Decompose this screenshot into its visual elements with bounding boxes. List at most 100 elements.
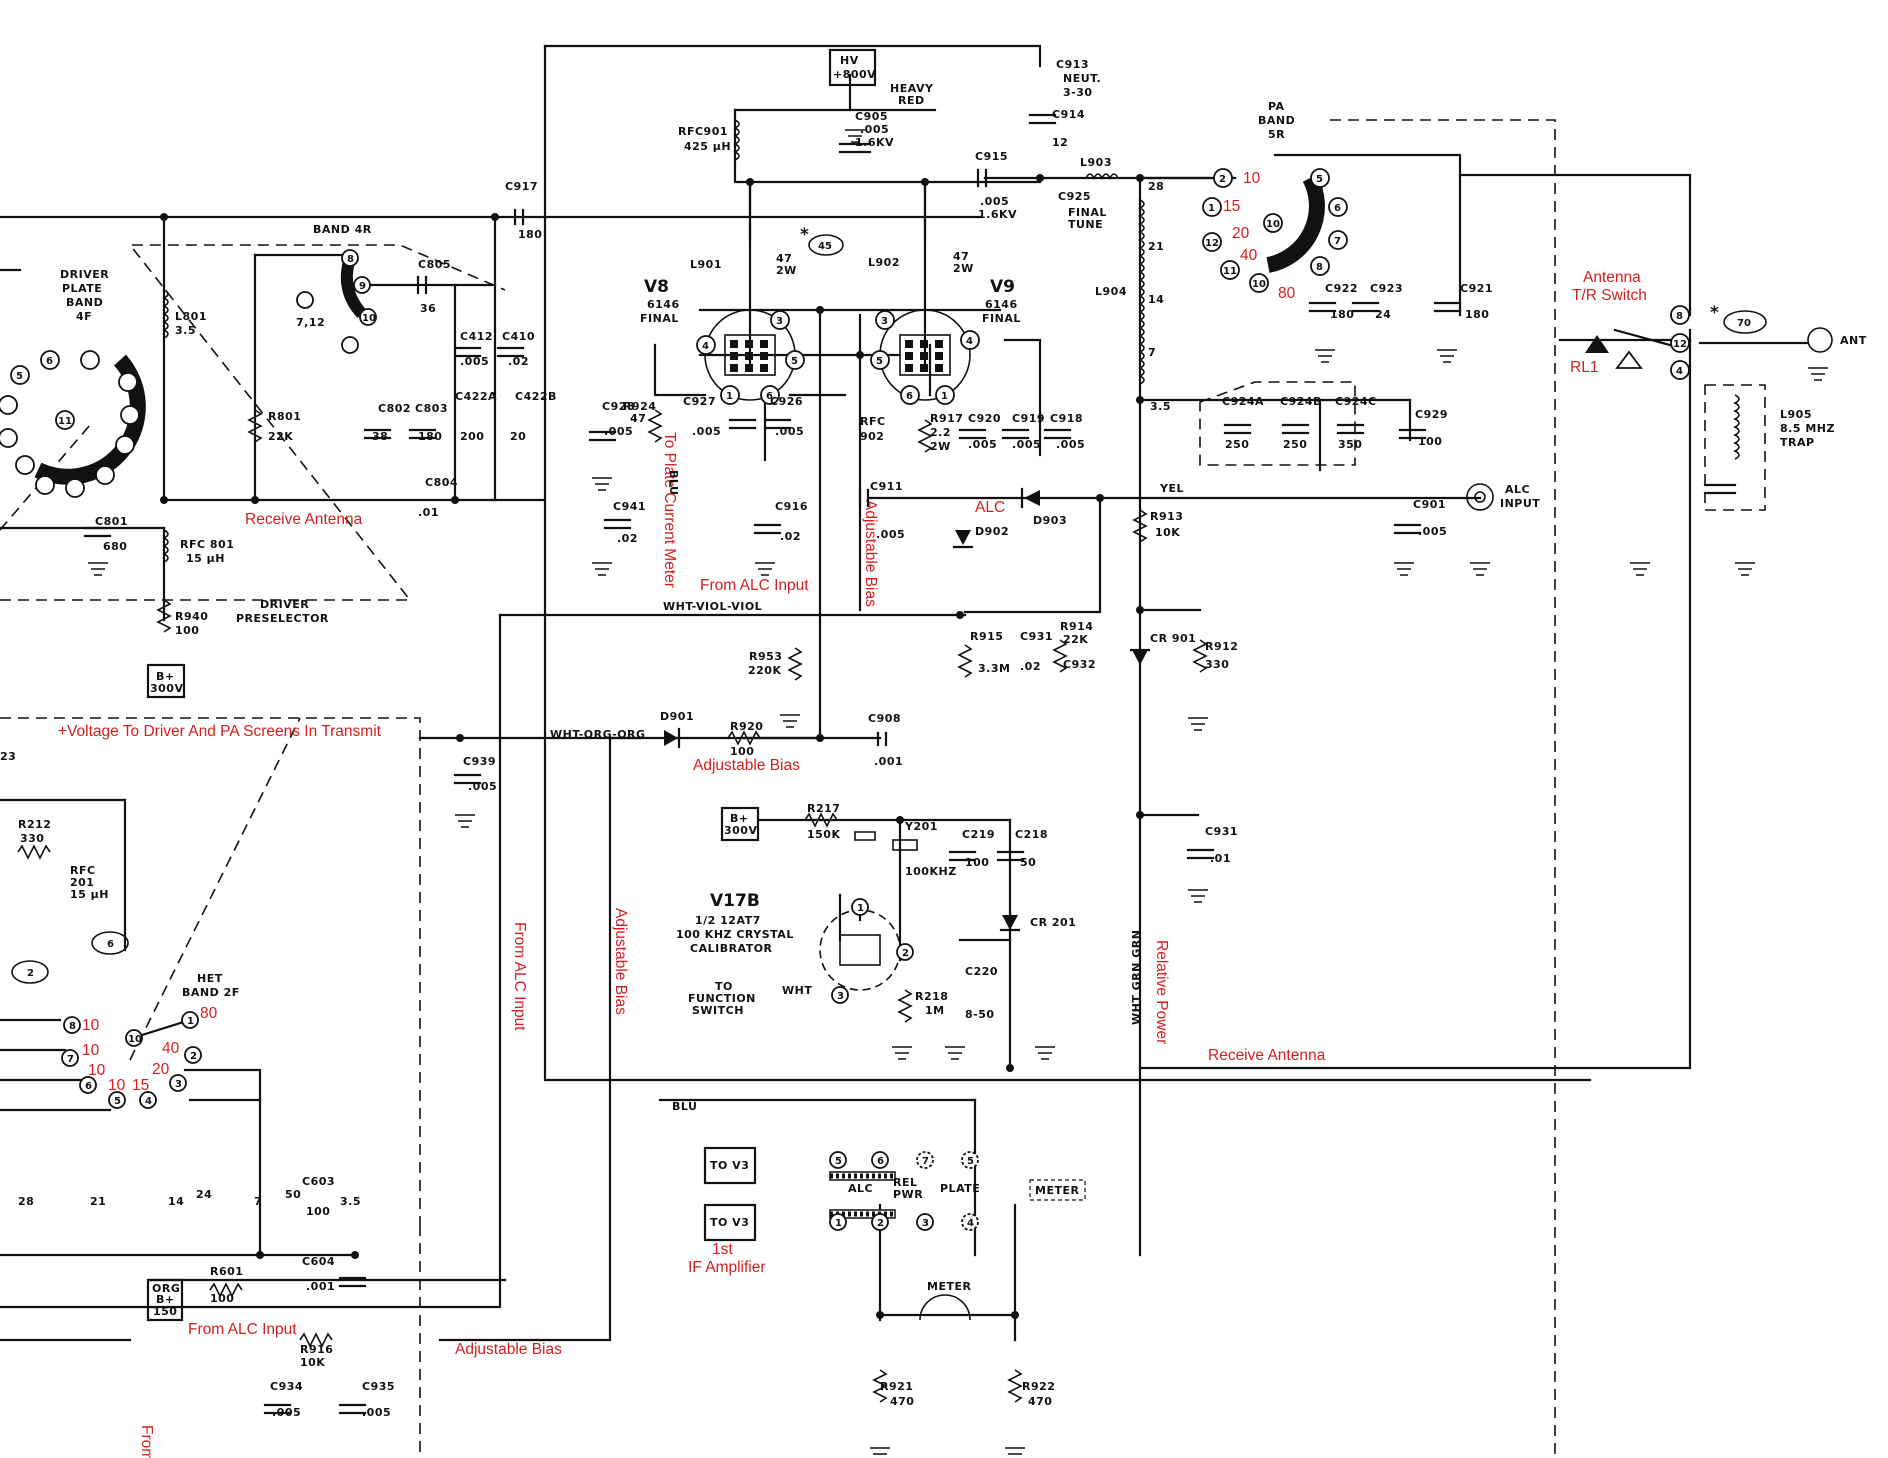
r922-value: 470	[1028, 1395, 1052, 1408]
pin-label: 3	[776, 316, 783, 327]
pin-label: 7	[1334, 236, 1341, 247]
capacitor-glyphs	[83, 113, 1737, 1415]
to-function-label2: FUNCTION	[688, 992, 756, 1005]
annotation-antenna: Antenna	[1583, 269, 1641, 286]
meter-label: METER	[927, 1280, 971, 1293]
c822b-label: C422B	[515, 390, 557, 403]
c801-label: C801	[95, 515, 128, 528]
pin-label: 3	[175, 1079, 182, 1090]
l-7-label: 7	[254, 1195, 262, 1208]
r218-value: 1M	[925, 1004, 945, 1017]
bplus-value: 300V	[724, 824, 757, 837]
annotation-relative-power: Relative Power	[1153, 940, 1170, 1044]
c601-value: 24	[196, 1188, 212, 1201]
pin-label: 6	[877, 1156, 884, 1167]
r601-value: 100	[210, 1292, 234, 1305]
c931-value: .02	[1020, 660, 1041, 673]
annotation-receive-antenna-top: Receive Antenna	[245, 511, 363, 528]
pin-label: 1	[941, 391, 948, 402]
annotation-adjustable-bias-vertical-2: Adjustable Bias	[612, 908, 629, 1015]
c810-label: C410	[502, 330, 535, 343]
het-10-label: 10	[108, 1077, 126, 1094]
pin-label: 1	[1208, 203, 1215, 214]
annotation-voltage-screens: +Voltage To Driver And PA Screens In Tra…	[58, 723, 382, 740]
c916-label: C916	[775, 500, 808, 513]
star-asterisk: *	[1710, 303, 1719, 323]
c812-label: C412	[460, 330, 493, 343]
c801-value: 680	[103, 540, 127, 553]
annotation-receive-antenna-bottom: Receive Antenna	[1208, 1047, 1326, 1064]
v8-name: V8	[644, 277, 669, 297]
c927-label: C927	[683, 395, 716, 408]
pa-band-label: PA	[1268, 100, 1285, 113]
rfc902-label2: 902	[860, 430, 884, 443]
c939-label: C939	[463, 755, 496, 768]
c803-label: C803	[415, 402, 448, 415]
pin-label: 4	[702, 341, 709, 352]
het-10-label: 10	[82, 1017, 100, 1034]
ant-label: ANT	[1840, 334, 1867, 347]
d901-label: D901	[660, 710, 694, 723]
r924-value: 47	[630, 412, 646, 425]
r924-label: R924	[623, 400, 656, 413]
rel-pwr-label2: PWR	[893, 1188, 923, 1201]
r914-value: 22K	[1063, 633, 1088, 646]
het-15-label: 15	[132, 1077, 149, 1094]
pin-label: 8	[347, 254, 354, 265]
alc-input-label2: INPUT	[1500, 497, 1540, 510]
rfc801-value: 15 μH	[186, 552, 225, 565]
pin-label: 11	[1223, 266, 1237, 277]
org-label: ORG	[152, 1282, 180, 1295]
blu-label: BLU	[672, 1100, 697, 1113]
r920-label: R920	[730, 720, 763, 733]
rl1-relay: 8 12 4 ANT L905 8.5 MHZ TRAP	[1585, 305, 1867, 449]
l903-label: L903	[1080, 156, 1112, 169]
c934-label: C934	[270, 1380, 303, 1393]
star-45: 45	[818, 241, 832, 252]
r953-value: 220K	[748, 664, 782, 677]
r920-value: 100	[730, 745, 754, 758]
l904-label: L904	[1095, 285, 1127, 298]
r801-value: 22K	[268, 430, 293, 443]
driver-plate-switch: 11 5 6 DRIVER PLATE BAND 4F	[0, 268, 146, 498]
c924c-value: 350	[1338, 438, 1362, 451]
r601-label: R601	[210, 1265, 243, 1278]
c914-value: 12	[1052, 136, 1068, 149]
pin-label: 6	[766, 391, 773, 402]
pin-label: 1	[857, 903, 864, 914]
pin-label: 8	[1316, 262, 1323, 273]
pin-label: 3	[922, 1218, 929, 1229]
c920-label: C920	[968, 412, 1001, 425]
v17b-desc2: 100 KHZ CRYSTAL	[676, 928, 794, 941]
dashed-enclosures	[0, 119, 1766, 1458]
y201-value: 100KHZ	[905, 865, 957, 878]
band-10-label: 10	[1243, 170, 1261, 187]
ground-symbols	[88, 129, 1828, 1455]
r217-value: 150K	[807, 828, 841, 841]
to-v3-label: TO V3	[710, 1216, 749, 1229]
pin-label: 10	[362, 313, 376, 324]
bplus-label: B+	[730, 812, 749, 825]
c901-value: .005	[1418, 525, 1447, 538]
driver-plate-label: DRIVER	[60, 268, 109, 281]
c925-label: C925	[1058, 190, 1091, 203]
c810-value: .02	[508, 355, 529, 368]
l902-label: L902	[868, 256, 900, 269]
c802-label: C802	[378, 402, 411, 415]
c219-value: 100	[965, 856, 989, 869]
diodes	[664, 487, 1151, 932]
r915-label: R915	[970, 630, 1003, 643]
c218-value: 50	[1020, 856, 1036, 869]
blu-vertical-label: BLU	[667, 470, 680, 495]
l801-label: L801	[175, 310, 207, 323]
c218-label: C218	[1015, 828, 1048, 841]
yel-label: YEL	[1159, 482, 1184, 495]
band-15-label: 15	[1223, 198, 1240, 215]
pin-label: 5	[791, 356, 798, 367]
c822b-value: 20	[510, 430, 526, 443]
pin-label: 2	[877, 1218, 884, 1229]
pin-label: 9	[359, 281, 366, 292]
c915-kv: 1.6KV	[978, 208, 1017, 221]
driver-plate-label2: PLATE	[62, 282, 102, 295]
